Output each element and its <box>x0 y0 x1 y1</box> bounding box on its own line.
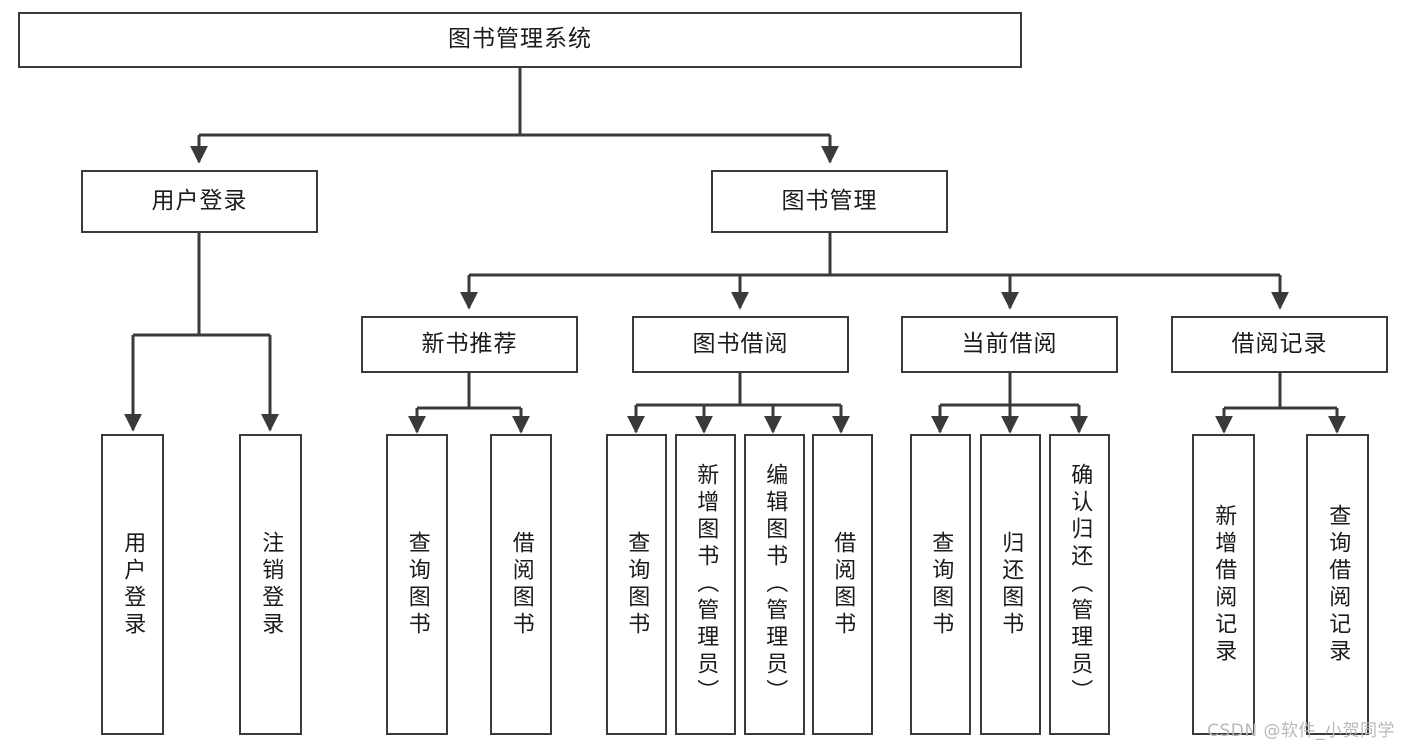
leaf-current-query-book-label: 查询图书 <box>928 530 954 639</box>
leaf-borrow-query-book-label: 查询图书 <box>624 530 650 639</box>
node-borrow-record[interactable]: 借阅记录 <box>1171 316 1388 373</box>
leaf-current-return-book[interactable]: 归还图书 <box>980 434 1041 735</box>
leaf-recommend-query-book-label: 查询图书 <box>404 530 430 639</box>
leaf-user-login-signout-label: 注销登录 <box>258 530 284 639</box>
leaf-borrow-borrow-book[interactable]: 借阅图书 <box>812 434 873 735</box>
leaf-borrow-edit-book[interactable]: 编辑图书（管理员） <box>744 434 805 735</box>
leaf-current-return-book-label: 归还图书 <box>998 530 1024 639</box>
leaf-user-login-signin-label: 用户登录 <box>120 530 146 639</box>
node-new-book-recommend-label: 新书推荐 <box>421 330 518 357</box>
leaf-current-confirm-return[interactable]: 确认归还（管理员） <box>1049 434 1110 735</box>
node-root[interactable]: 图书管理系统 <box>18 12 1022 68</box>
node-book-management-label: 图书管理 <box>781 187 878 214</box>
node-user-login[interactable]: 用户登录 <box>81 170 318 233</box>
leaf-borrow-query-book[interactable]: 查询图书 <box>606 434 667 735</box>
node-current-borrow[interactable]: 当前借阅 <box>901 316 1118 373</box>
leaf-record-query-label: 查询借阅记录 <box>1325 503 1351 666</box>
node-current-borrow-label: 当前借阅 <box>961 330 1058 357</box>
leaf-current-confirm-return-label: 确认归还（管理员） <box>1067 463 1093 706</box>
watermark: CSDN @软件_小贺同学 <box>1207 721 1395 741</box>
leaf-current-query-book[interactable]: 查询图书 <box>910 434 971 735</box>
node-book-management[interactable]: 图书管理 <box>711 170 948 233</box>
node-new-book-recommend[interactable]: 新书推荐 <box>361 316 578 373</box>
leaf-borrow-edit-book-label: 编辑图书（管理员） <box>762 463 788 706</box>
leaf-user-login-signout[interactable]: 注销登录 <box>239 434 302 735</box>
leaf-user-login-signin[interactable]: 用户登录 <box>101 434 164 735</box>
leaf-record-add-label: 新增借阅记录 <box>1211 503 1237 666</box>
node-root-label: 图书管理系统 <box>448 26 592 53</box>
leaf-recommend-borrow-book-label: 借阅图书 <box>508 530 534 639</box>
node-book-borrow-label: 图书借阅 <box>692 330 789 357</box>
leaf-borrow-borrow-book-label: 借阅图书 <box>830 530 856 639</box>
leaf-borrow-add-book[interactable]: 新增图书（管理员） <box>675 434 736 735</box>
leaf-borrow-add-book-label: 新增图书（管理员） <box>693 463 719 706</box>
node-borrow-record-label: 借阅记录 <box>1231 330 1328 357</box>
node-user-login-label: 用户登录 <box>151 187 248 214</box>
node-book-borrow[interactable]: 图书借阅 <box>632 316 849 373</box>
leaf-record-query[interactable]: 查询借阅记录 <box>1306 434 1369 735</box>
leaf-recommend-borrow-book[interactable]: 借阅图书 <box>490 434 552 735</box>
leaf-recommend-query-book[interactable]: 查询图书 <box>386 434 448 735</box>
leaf-record-add[interactable]: 新增借阅记录 <box>1192 434 1255 735</box>
